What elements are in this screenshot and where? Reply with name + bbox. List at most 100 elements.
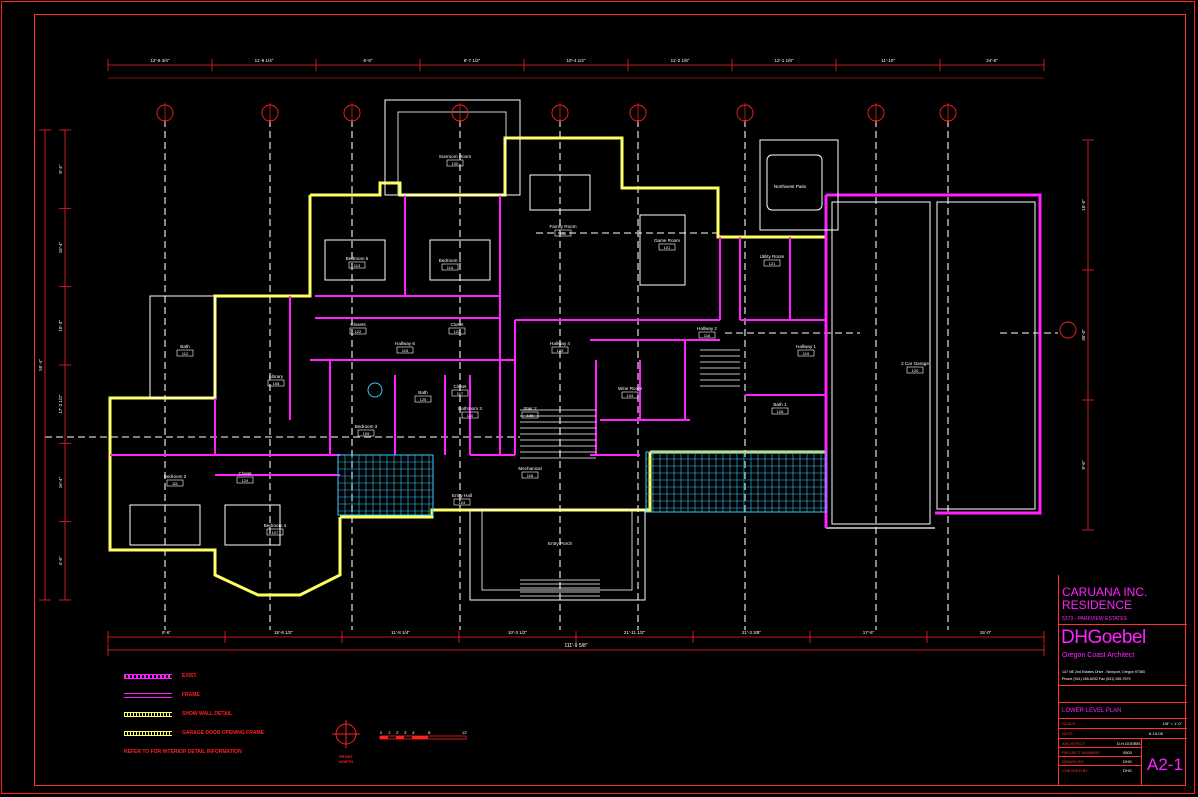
dimension-strings: 12'-9 3/4"11'-9 1/4"6'-8"8'-7 1/2"10'-4 …: [38, 58, 1094, 656]
walls: [108, 136, 1042, 597]
room-number: 108: [273, 381, 280, 386]
legend-label-garage: GARAGE DOOR OPENING FRAME: [182, 730, 264, 736]
room-number-box: [267, 379, 285, 387]
room-number: 106: [527, 413, 534, 418]
room-number: 101: [664, 245, 671, 250]
drawn-by-value: DHG: [1123, 759, 1132, 764]
title-block: CARUANA INC. RESIDENCE 5373 - PARKVIEW E…: [1058, 575, 1187, 786]
room-number: 117: [457, 391, 464, 396]
date-label: DATE:: [1062, 731, 1074, 736]
deck-east: [645, 451, 827, 513]
room-name: Stair 2: [523, 406, 537, 411]
date-value: 6-15-05: [1149, 731, 1163, 736]
dim-label: 4'-6": [58, 556, 63, 565]
bed-2: [129, 504, 201, 546]
room-name: Bedroom 4: [264, 523, 287, 528]
room-number: 102: [560, 231, 567, 236]
room-number: 122: [355, 329, 362, 334]
dim-label: 6'-8": [364, 58, 373, 63]
room-name: Closet: [238, 471, 252, 476]
room-number-box: [446, 159, 464, 167]
room-name: Hallway 1: [796, 344, 816, 349]
room-number: 107: [272, 530, 279, 535]
dim-label: 15'-6": [1081, 199, 1086, 211]
room-number-box: [266, 528, 284, 536]
room-name: Northwest Patio: [774, 184, 807, 189]
north-arrow: [332, 720, 360, 748]
architect-value: D.H.GOEBEL: [1117, 741, 1142, 746]
svg-text:3': 3': [404, 730, 407, 735]
room-number: 114: [447, 265, 454, 270]
room-number: 123: [454, 329, 461, 334]
dim-label: 8'-4": [58, 164, 63, 173]
room-number: 105: [557, 348, 564, 353]
room-number: 112: [182, 351, 189, 356]
exterior-wall-north: [310, 136, 828, 239]
room-number-box: [658, 243, 676, 251]
room-number: 115: [402, 348, 409, 353]
room-number-box: [621, 391, 639, 399]
room-name: Bedroom 2: [164, 474, 187, 479]
room-name: Bathroom 3: [458, 406, 482, 411]
exterior-wall-south: [340, 452, 652, 519]
room-name: Entry Hall: [452, 493, 472, 498]
firm-phone: Phone (541) 265-8252 Fax (541) 265-7679: [1062, 677, 1131, 681]
room-name: Library: [269, 374, 284, 379]
room-number-box: [521, 411, 539, 419]
dim-label: 10'-3": [58, 320, 63, 332]
bed-4: [224, 504, 281, 546]
room-name: Family Room: [549, 224, 576, 229]
svg-text:12': 12': [462, 730, 467, 735]
room-number: 118: [704, 333, 711, 338]
dim-label: 10'-3 1/2": [508, 630, 527, 635]
project-number-label: PROJECT NUMBER:: [1062, 750, 1101, 755]
room-number-box: [414, 395, 432, 403]
room-number-box: [349, 327, 367, 335]
room-name: Bath: [418, 390, 428, 395]
client-subtitle: 5373 - PARKVIEW ESTATES: [1062, 616, 1128, 622]
legend-swatch-frame: [124, 693, 172, 698]
dim-label: 16'-4": [58, 241, 63, 253]
graphic-scale: 0 1' 2' 3' 4' 8' 12': [379, 730, 467, 740]
dim-label: 12'-1 1/8": [775, 58, 794, 63]
dim-label: 11'-2 1/8": [671, 58, 690, 63]
client-name-line1: CARUANA INC.: [1062, 585, 1148, 599]
room-number: 119: [803, 351, 810, 356]
dim-label: 12'-9 3/4": [151, 58, 170, 63]
dim-label: 17'-6": [863, 630, 875, 635]
dim-label: 10'-4 1/2": [567, 58, 586, 63]
room-number-box: [441, 263, 459, 271]
exterior-wall-east: [650, 195, 828, 454]
room-name: Game Room: [654, 238, 680, 243]
room-number: 100: [452, 161, 459, 166]
room-number-box: [396, 346, 414, 354]
legend-swatch-wall-detail: [124, 712, 172, 717]
sofa: [529, 174, 591, 211]
room-name: Entry Porch: [548, 541, 572, 546]
legend-label-wall-detail: SHOW WALL DETAIL: [182, 711, 233, 717]
room-number: 109: [363, 431, 370, 436]
room-number-box: [357, 429, 375, 437]
svg-text:1': 1': [388, 730, 391, 735]
firm-subtitle: Oregon Coast Architect: [1062, 652, 1135, 659]
room-number-box: [176, 349, 194, 357]
garage-door-right: [936, 201, 1036, 510]
room-name: Hallway 2: [697, 326, 717, 331]
dim-label: 30'-0": [1081, 329, 1086, 341]
room-number-box: [551, 346, 569, 354]
room-name: Closets: [350, 322, 366, 327]
room-number: 124: [242, 478, 249, 483]
room-number-box: [797, 349, 815, 357]
room-name: Bath: [180, 344, 190, 349]
room-number-box: [461, 411, 479, 419]
exterior-wall-west: [108, 195, 342, 597]
northwest-patio: [759, 139, 839, 231]
legend-label-exist: EXIST.: [182, 673, 198, 679]
svg-text:8': 8': [428, 730, 431, 735]
room-name: Hallway 6: [395, 341, 415, 346]
grid-bubble: [1059, 321, 1077, 339]
dim-label: 11'-10": [881, 58, 895, 63]
